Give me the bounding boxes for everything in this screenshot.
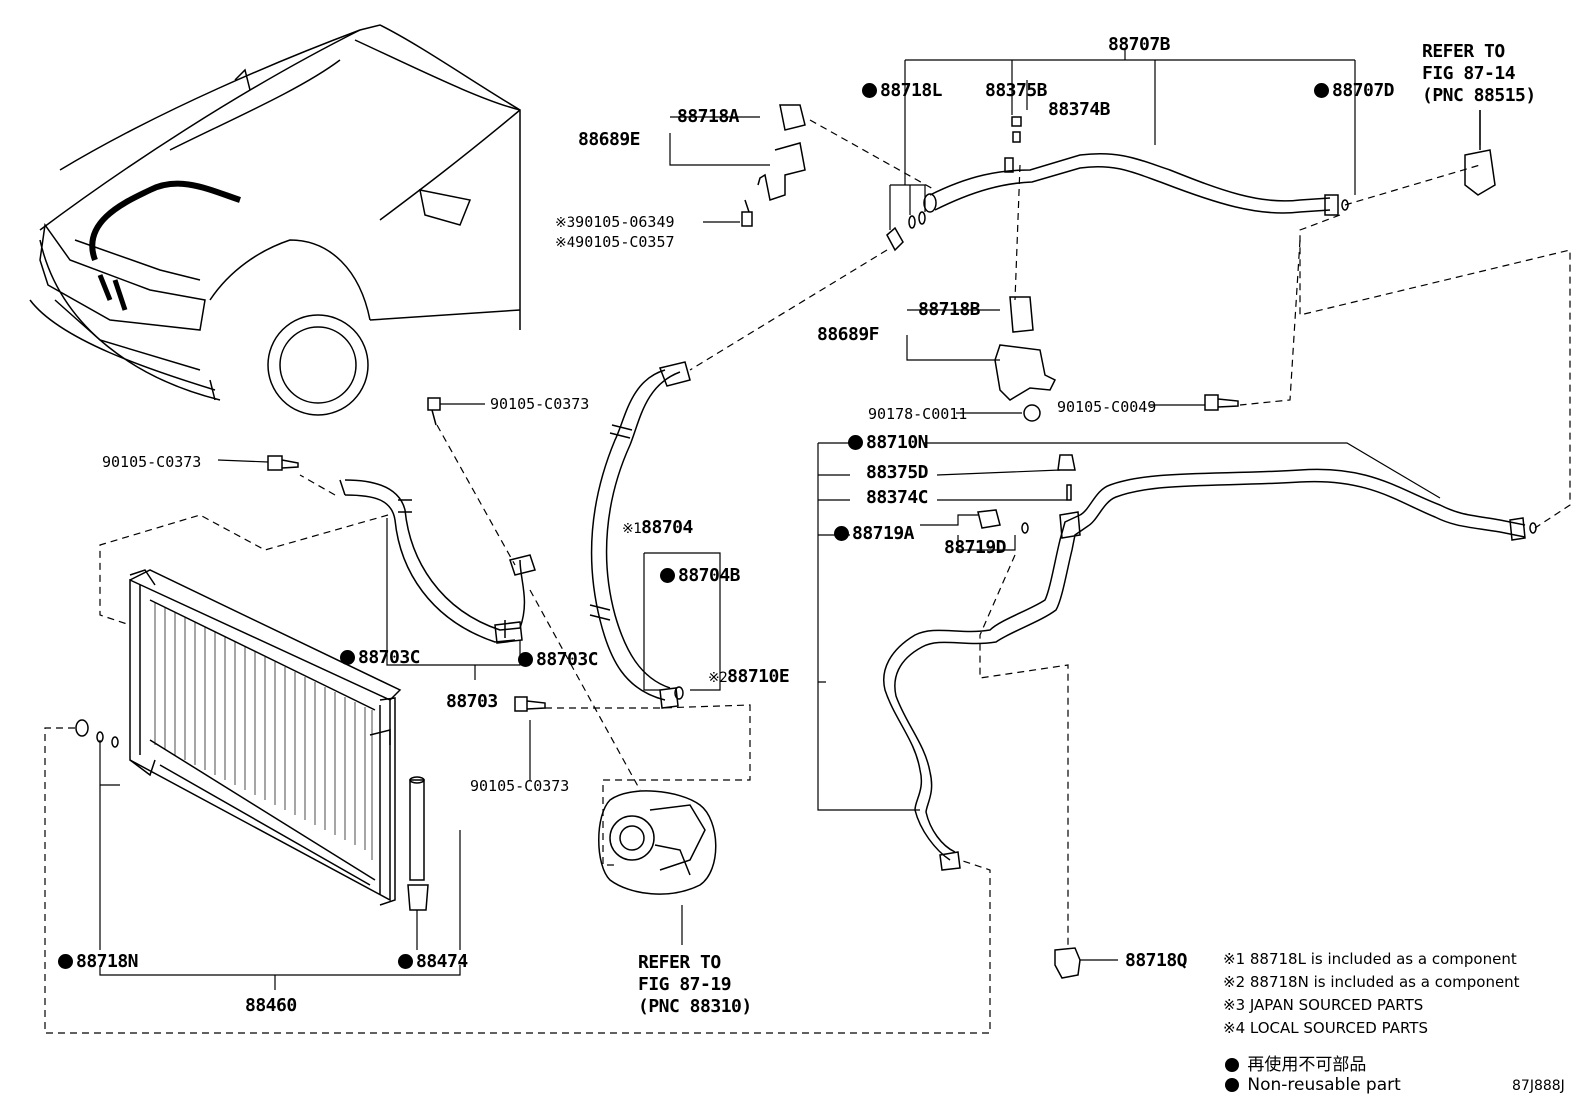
bracket-88689E bbox=[757, 104, 806, 201]
non-reusable-dot-icon bbox=[518, 652, 533, 667]
label-90105-C0373-left: 90105-C0373 bbox=[102, 453, 202, 471]
refer-bottom-line-3: (PNC 88310) bbox=[638, 996, 752, 1017]
non-reusable-dot-icon bbox=[1225, 1078, 1239, 1092]
label-88689E: 88689E bbox=[578, 129, 641, 150]
car-illustration bbox=[29, 24, 521, 416]
label-88703C-right: 88703C bbox=[518, 650, 599, 670]
liquid-pipe bbox=[883, 454, 1537, 871]
non-reusable-dot-icon bbox=[862, 83, 877, 98]
label-88460: 88460 bbox=[245, 995, 297, 1016]
label-88710N: 88710N bbox=[848, 433, 929, 453]
label-88718Q: 88718Q bbox=[1125, 950, 1188, 971]
non-reusable-dot-icon bbox=[1225, 1058, 1239, 1072]
condenser bbox=[129, 569, 402, 906]
label-88719D: 88719D bbox=[944, 537, 1007, 558]
label-88375B: 88375B bbox=[985, 80, 1048, 101]
label-90105-C0357: ※490105-C0357 bbox=[555, 233, 675, 251]
label-88375D: 88375D bbox=[866, 462, 929, 483]
note-4: ※4 LOCAL SOURCED PARTS bbox=[1223, 1019, 1428, 1037]
label-88718N: 88718N bbox=[58, 952, 139, 972]
legend-english: Non-reusable part bbox=[1225, 1075, 1401, 1095]
non-reusable-dot-icon bbox=[340, 650, 355, 665]
label-88703C-left: 88703C bbox=[340, 648, 421, 668]
suction-hose bbox=[589, 361, 691, 709]
label-88474: 88474 bbox=[398, 952, 468, 972]
discharge-hose bbox=[339, 479, 536, 644]
label-90105-C0049: 90105-C0049 bbox=[1057, 398, 1157, 416]
rings-88718L bbox=[886, 211, 926, 252]
label-88689F: 88689F bbox=[817, 324, 880, 345]
label-88704: ※188704 bbox=[622, 517, 693, 538]
note-2: ※2 88718N is included as a component bbox=[1223, 973, 1520, 991]
label-88718A: 88718A bbox=[677, 106, 740, 127]
refer-top-line-1: REFER TO bbox=[1422, 41, 1505, 62]
legend-japanese: 再使用不可部品 bbox=[1225, 1050, 1366, 1075]
non-reusable-dot-icon bbox=[834, 526, 849, 541]
upper-pipe bbox=[923, 116, 1349, 216]
label-90105-06349: ※390105-06349 bbox=[555, 213, 675, 231]
bracket-88689F bbox=[994, 296, 1057, 422]
refer-bottom-line-2: FIG 87-19 bbox=[638, 974, 732, 995]
dryer-cartridge bbox=[407, 776, 429, 911]
label-88374B: 88374B bbox=[1048, 99, 1111, 120]
label-90178-C0011: 90178-C0011 bbox=[868, 405, 968, 423]
label-88703: 88703 bbox=[446, 691, 498, 712]
compressor bbox=[598, 790, 717, 895]
label-88707D-text: 88707D bbox=[1332, 80, 1395, 101]
non-reusable-dot-icon bbox=[660, 568, 675, 583]
label-88718B: 88718B bbox=[918, 299, 981, 320]
label-88710E: ※288710E bbox=[708, 666, 790, 687]
label-88704B: 88704B bbox=[660, 566, 741, 586]
label-88374C: 88374C bbox=[866, 487, 929, 508]
bolt-icons bbox=[267, 199, 1239, 712]
refer-top-line-3: (PNC 88515) bbox=[1422, 85, 1536, 106]
clamp-88718Q bbox=[1054, 947, 1081, 979]
dashed-lines bbox=[44, 119, 1571, 1034]
diagram-code: 87J888J bbox=[1512, 1078, 1565, 1094]
fittings-88718N bbox=[75, 719, 119, 748]
non-reusable-dot-icon bbox=[398, 954, 413, 969]
label-90105-C0373-bottom: 90105-C0373 bbox=[470, 777, 570, 795]
note-1: ※1 88718L is included as a component bbox=[1223, 950, 1517, 968]
refer-bottom-line-1: REFER TO bbox=[638, 952, 721, 973]
note-3: ※3 JAPAN SOURCED PARTS bbox=[1223, 996, 1424, 1014]
non-reusable-dot-icon bbox=[58, 954, 73, 969]
leader-lines bbox=[99, 50, 1481, 990]
label-88718L: 88718L bbox=[862, 80, 943, 101]
non-reusable-dot-icon bbox=[848, 435, 863, 450]
label-90105-C0373-top: 90105-C0373 bbox=[490, 395, 590, 413]
label-88707D: 88707D bbox=[1314, 80, 1395, 101]
non-reusable-dot-icon bbox=[1314, 83, 1329, 98]
refer-top-line-2: FIG 87-14 bbox=[1422, 63, 1516, 84]
label-88719A: 88719A bbox=[834, 524, 915, 544]
label-88707B: 88707B bbox=[1108, 34, 1171, 55]
label-88718L-text: 88718L bbox=[880, 80, 943, 101]
